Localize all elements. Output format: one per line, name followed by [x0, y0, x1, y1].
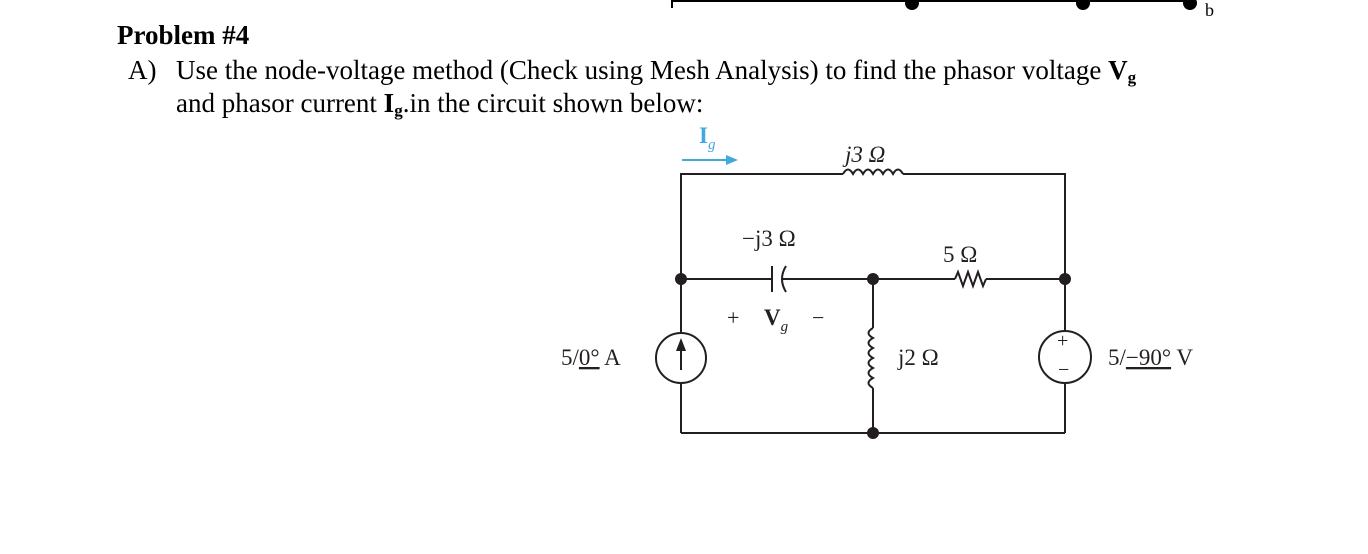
- capacitor-minus-sign: −: [812, 305, 824, 330]
- fragment-node: [1076, 0, 1090, 10]
- problem-title: Problem #4: [117, 20, 250, 50]
- ig-symbol: I: [383, 88, 395, 118]
- fragment-node: [1183, 0, 1197, 10]
- question-line-1: Use the node-voltage method (Check using…: [176, 55, 1136, 86]
- wire-top-right: [903, 173, 1066, 279]
- wire-top-left: [680, 173, 843, 279]
- part-label: A): [128, 55, 157, 85]
- voltage-source-value: 5/−90° V: [1108, 345, 1193, 370]
- question-text: Use the node-voltage method (Check using…: [176, 55, 1109, 85]
- top-inductor-label: j3 Ω: [842, 142, 885, 167]
- resistor-symbol: [954, 269, 987, 289]
- voltage-source-circle: [1038, 330, 1092, 384]
- question-line-2: and phasor current Ig.in the circuit sho…: [176, 88, 703, 119]
- question-text-end: .in the circuit shown below:: [402, 88, 704, 118]
- resistor-label: 5 Ω: [943, 242, 977, 267]
- question-text: and phasor current: [176, 88, 384, 118]
- vg-label: Vg: [764, 305, 789, 335]
- voltage-source-label: 5/−90° V: [1108, 345, 1193, 370]
- node-bottom: [867, 427, 879, 439]
- current-source-value: 5/0° A: [561, 345, 621, 370]
- vg-subscript: g: [1127, 68, 1137, 87]
- node-right: [1059, 273, 1071, 285]
- voltage-source-minus: −: [1058, 359, 1069, 381]
- capacitor-plus-sign: +: [727, 305, 739, 330]
- node-middle: [867, 273, 879, 285]
- current-source-label: 5/0° A: [561, 345, 621, 370]
- middle-inductor-symbol: [867, 327, 876, 389]
- top-inductor-symbol: [842, 168, 904, 177]
- voltage-source-plus: +: [1057, 330, 1068, 352]
- current-source-circle: [655, 332, 707, 384]
- ig-arrow-head: [726, 155, 738, 165]
- fragment-node: [905, 0, 919, 10]
- capacitor-label: −j3 Ω: [742, 226, 796, 251]
- fragment-node-letter: b: [1205, 0, 1214, 20]
- previous-figure-fragment: b: [671, 0, 1214, 20]
- ig-label: Ig: [699, 123, 716, 153]
- node-left: [675, 273, 687, 285]
- middle-inductor-label: j2 Ω: [897, 345, 939, 370]
- ig-subscript: g: [394, 101, 403, 120]
- current-source-arrowhead: [676, 338, 686, 351]
- vg-symbol: V: [1108, 55, 1128, 85]
